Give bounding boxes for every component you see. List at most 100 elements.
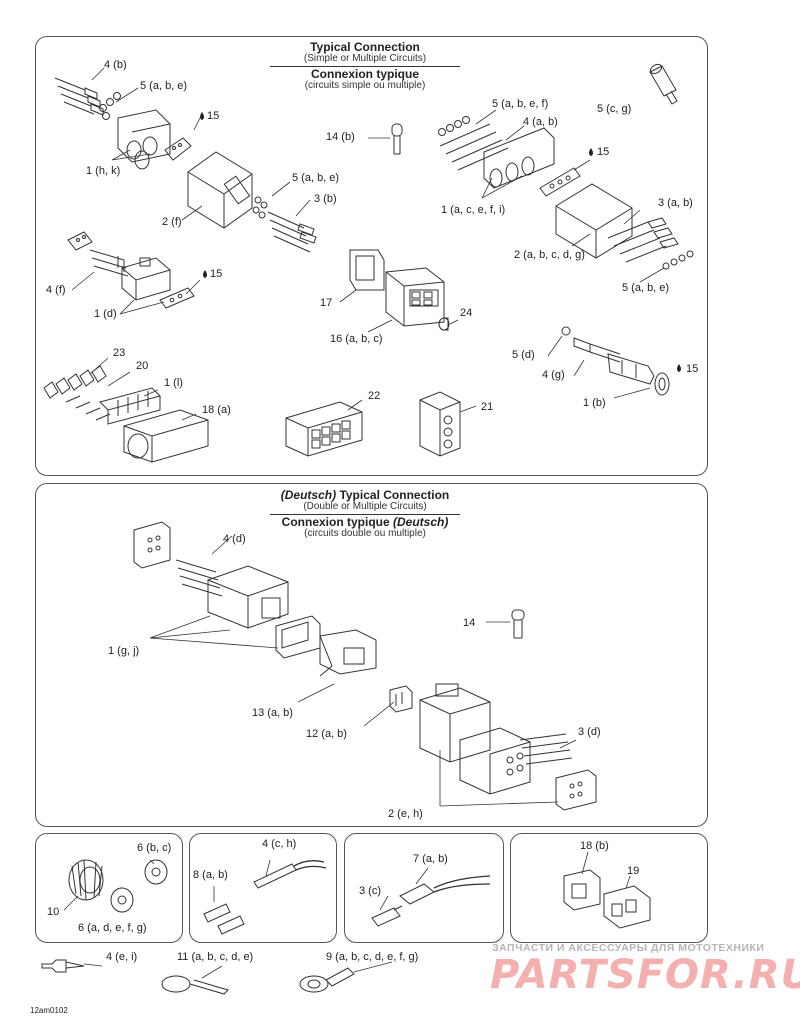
watermark-tagline: ЗАПЧАСТИ И АКСЕССУАРЫ ДЛЯ МОТОТЕХНИКИ [492, 942, 765, 954]
splice-panel [344, 833, 504, 943]
plug-24 [438, 317, 450, 331]
part-label: 3 (d) [578, 726, 601, 738]
part-label: 1 (b) [583, 397, 606, 409]
part-19-connector [603, 885, 651, 929]
part-label: 5 (c, g) [597, 103, 632, 115]
part-label: 1 (d) [94, 308, 117, 320]
part-label: 5 (a, b, e) [292, 172, 340, 184]
leader-lines-deutsch-right [363, 701, 577, 807]
part-label: 4 (d) [223, 533, 246, 545]
seal-4f [67, 231, 93, 251]
part-label: 2 (a, b, c, d, g) [514, 249, 585, 261]
part-label: 6 (a, d, e, f, g) [78, 922, 147, 934]
deutsch-connector-1gj [207, 565, 289, 629]
heat-shrink-panel [189, 833, 337, 943]
connector-1acefi [483, 127, 555, 189]
part-label: 3 (c) [359, 885, 381, 897]
deutsch-section-subtitle-fr: (circuits double ou multiple) [304, 528, 426, 539]
part-label: 5 (a, b, e, f) [492, 98, 549, 110]
seal-15-top-right [539, 167, 581, 197]
top-section-subtitle-fr: (circuits simple ou multiple) [304, 80, 426, 91]
part-label: 5 (a, b, e) [622, 282, 670, 294]
part-label: 7 (a, b) [413, 853, 448, 865]
typical-connection-panel [35, 36, 708, 476]
housing-21 [419, 391, 477, 457]
part-label: 10 [47, 906, 60, 918]
part-11-cable-tie [161, 975, 229, 995]
deutsch-section-title-fr: Connexion typique (Deutsch) [255, 516, 475, 528]
part-label: 12 (a, b) [306, 728, 347, 740]
part-label: 1 (h, k) [86, 165, 121, 177]
part-label: 4 (e, i) [106, 951, 138, 963]
deutsch-section-subtitle: (Double or Multiple Circuits) [303, 501, 427, 512]
leader-lines-top-right [475, 109, 665, 283]
header-divider [270, 66, 460, 67]
part-label: 2 (f) [162, 216, 182, 228]
leader-lines-deutsch-left [149, 535, 335, 703]
part-label: 24 [460, 307, 473, 319]
deutsch-terminals-3d [519, 733, 573, 765]
deutsch-connection-panel [35, 483, 708, 827]
housing-16abc [385, 267, 445, 327]
part-label: 1 (l) [164, 377, 183, 389]
terminals-3ab [607, 217, 679, 263]
deutsch-title-text: Typical Connection [336, 488, 450, 502]
part-6adefg-grommet [110, 887, 134, 913]
part-4ch-heat-shrink [253, 860, 327, 889]
terminals-3b [267, 211, 317, 253]
leader-lines-18b-panel [581, 851, 631, 889]
leader-lines-seal-panel [63, 859, 155, 911]
part-label: 4 (a, b) [523, 116, 558, 128]
seal-rings-5abe-b [252, 196, 268, 219]
deutsch-pin-14 [486, 609, 525, 639]
part-label: 15 [597, 146, 610, 158]
leader-lines-bottom-left [89, 357, 197, 421]
deutsch-section-title: (Deutsch) Typical Connection [255, 489, 475, 501]
part-label: 18 (b) [580, 840, 609, 852]
seal-panel [35, 833, 183, 943]
leader-lines-top-left [91, 67, 311, 221]
connector-1l [99, 387, 161, 425]
part-label: 5 (d) [512, 349, 535, 361]
housing-22 [285, 399, 363, 457]
leader-lines-center [339, 289, 459, 333]
part-label: 23 [113, 347, 126, 359]
leader-lines-mid-left [71, 271, 201, 315]
top-section-header: Typical Connection (Simple or Multiple C… [255, 41, 475, 92]
part-label: 2 (e, h) [388, 808, 423, 820]
top-section-title: Typical Connection [310, 40, 420, 54]
part-label: 6 (b, c) [137, 842, 172, 854]
deutsch-title-prefix: (Deutsch) [280, 488, 337, 502]
terminals-4ab [439, 123, 509, 171]
seal-15-mid-left [159, 287, 195, 309]
part-label: 5 (a, b, e) [140, 80, 188, 92]
top-section-subtitle: (Simple or Multiple Circuits) [303, 53, 427, 64]
housing-2f [187, 151, 253, 229]
connector-1b [607, 353, 655, 385]
part-9-ring-terminal [299, 967, 355, 993]
part-label: 14 [463, 617, 476, 629]
part-4ei-terminal [41, 959, 85, 973]
seal-rings-5abe [99, 92, 121, 120]
watermark-logo: PARTSFOR.RU [490, 952, 800, 998]
part-label: 16 (a, b, c) [330, 333, 383, 345]
seals-20 [65, 395, 111, 421]
header-divider [270, 514, 460, 515]
housing-18a [123, 409, 209, 463]
pin-5cg [649, 63, 678, 105]
part-label: 15 [210, 268, 223, 280]
connector-1hk [117, 109, 171, 170]
drawing-code: 12am0102 [30, 1006, 68, 1015]
deutsch-wedge-13ab [319, 629, 377, 677]
deutsch-housing-12ab [389, 685, 413, 713]
part-3c-terminal [371, 905, 403, 927]
part-label: 3 (a, b) [658, 197, 693, 209]
part-label: 21 [481, 401, 494, 413]
deutsch-terminals-4d [175, 559, 223, 597]
terminal-4g [573, 337, 621, 363]
deutsch-housing-2eh [419, 683, 531, 795]
part-label: 17 [320, 297, 333, 309]
leader-lines-shrink-panel [213, 859, 271, 902]
deutsch-seal-3d [555, 769, 597, 811]
